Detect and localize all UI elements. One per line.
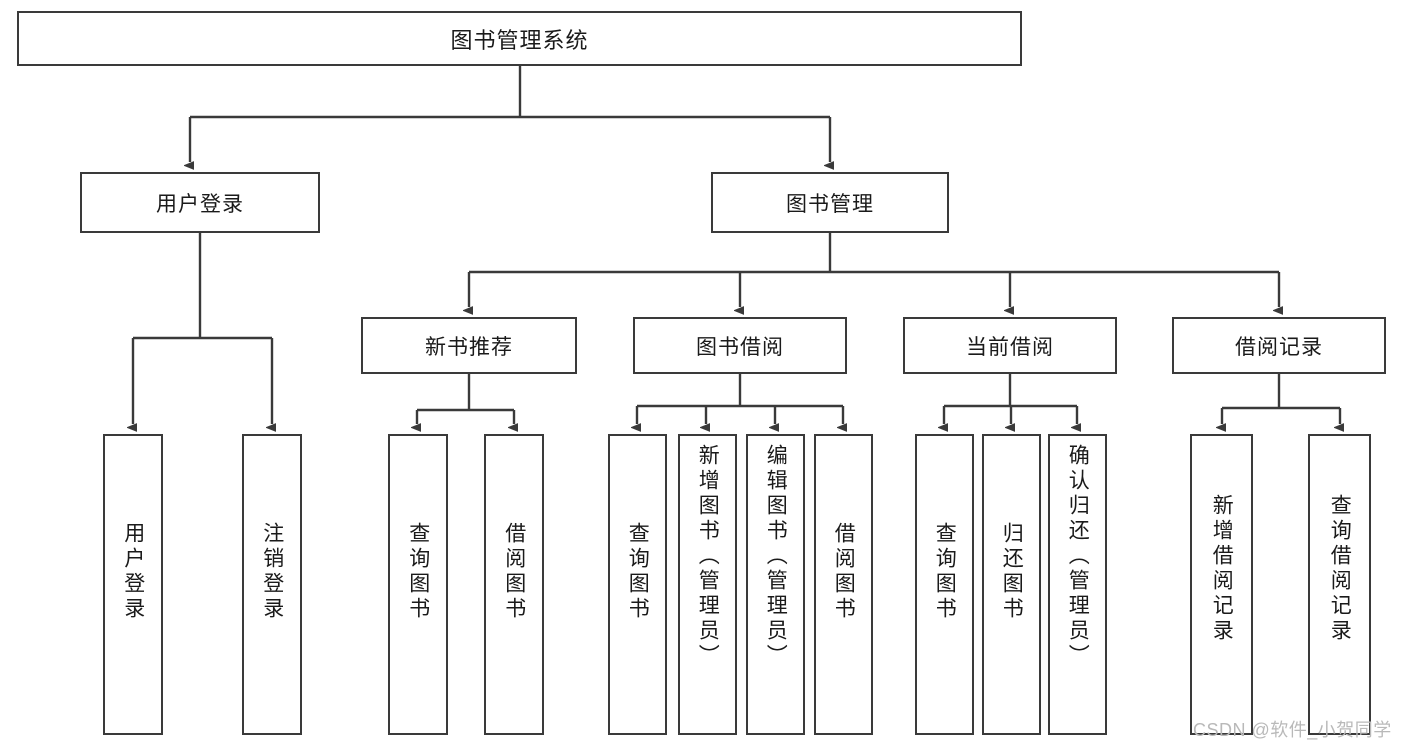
node-label: 查询图书 xyxy=(933,522,957,622)
node-label: 用户登录 xyxy=(121,522,145,622)
node-current-borrow[interactable]: 当前借阅 xyxy=(903,317,1117,374)
node-label: 借阅记录 xyxy=(1235,335,1323,359)
node-label: 编辑图书（管理员） xyxy=(764,444,788,669)
node-leaf-borrow-book-1[interactable]: 借阅图书 xyxy=(484,434,544,735)
node-leaf-return-book[interactable]: 归还图书 xyxy=(982,434,1041,735)
node-label: 新增图书（管理员） xyxy=(696,444,720,669)
node-leaf-add-book-admin[interactable]: 新增图书（管理员） xyxy=(678,434,737,735)
node-label: 图书管理系统 xyxy=(450,27,589,53)
csdn-watermark: CSDN @软件_小贺同学 xyxy=(1193,720,1392,740)
node-leaf-query-book-2[interactable]: 查询图书 xyxy=(608,434,667,735)
node-label: 归还图书 xyxy=(1000,522,1024,622)
node-label: 查询图书 xyxy=(626,522,650,622)
node-book-borrow[interactable]: 图书借阅 xyxy=(633,317,847,374)
node-book-management[interactable]: 图书管理 xyxy=(711,172,949,233)
node-borrow-record[interactable]: 借阅记录 xyxy=(1172,317,1386,374)
node-leaf-query-book-3[interactable]: 查询图书 xyxy=(915,434,974,735)
node-label: 图书借阅 xyxy=(696,335,784,359)
node-title[interactable]: 图书管理系统 xyxy=(17,11,1022,66)
node-leaf-user-login[interactable]: 用户登录 xyxy=(103,434,163,735)
node-label: 新增借阅记录 xyxy=(1210,494,1234,644)
node-leaf-query-book-1[interactable]: 查询图书 xyxy=(388,434,448,735)
node-leaf-logout[interactable]: 注销登录 xyxy=(242,434,302,735)
node-label: 当前借阅 xyxy=(966,335,1054,359)
node-leaf-add-borrow-record[interactable]: 新增借阅记录 xyxy=(1190,434,1253,735)
node-label: 借阅图书 xyxy=(832,522,856,622)
node-label: 查询借阅记录 xyxy=(1328,494,1352,644)
node-label: 查询图书 xyxy=(406,522,430,622)
node-user-login[interactable]: 用户登录 xyxy=(80,172,320,233)
node-label: 借阅图书 xyxy=(502,522,526,622)
node-label: 注销登录 xyxy=(260,522,284,622)
node-label: 新书推荐 xyxy=(425,335,513,359)
node-leaf-query-borrow-record[interactable]: 查询借阅记录 xyxy=(1308,434,1371,735)
node-leaf-borrow-book-2[interactable]: 借阅图书 xyxy=(814,434,873,735)
node-leaf-confirm-return-admin[interactable]: 确认归还（管理员） xyxy=(1048,434,1107,735)
node-label: 确认归还（管理员） xyxy=(1066,444,1090,669)
node-label: 图书管理 xyxy=(786,192,874,216)
node-label: 用户登录 xyxy=(156,192,244,216)
node-leaf-edit-book-admin[interactable]: 编辑图书（管理员） xyxy=(746,434,805,735)
node-new-book-recommend[interactable]: 新书推荐 xyxy=(361,317,577,374)
